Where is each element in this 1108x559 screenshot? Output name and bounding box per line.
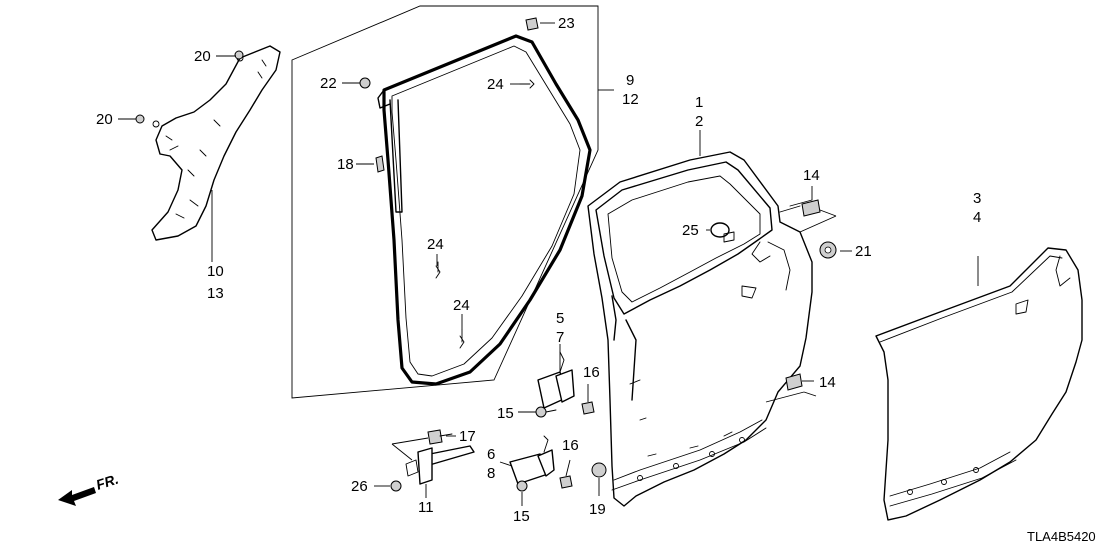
callout-2: 2 (695, 113, 703, 130)
callout-11: 11 (418, 499, 434, 516)
callout-24-upper: 24 (487, 76, 504, 93)
callout-20-upper: 20 (194, 48, 211, 65)
callout-20-lower: 20 (96, 111, 113, 128)
front-direction-label: FR. (94, 471, 120, 493)
leader-lines (118, 22, 979, 506)
callout-5: 5 (556, 310, 564, 327)
callout-1: 1 (695, 94, 703, 111)
callout-16-upper: 16 (583, 364, 600, 381)
weatherstrip-group-box (291, 5, 599, 399)
door-inner-sheet (151, 45, 281, 241)
callout-13: 13 (207, 285, 224, 302)
door-weatherstrip (377, 34, 592, 386)
callout-4: 4 (973, 209, 981, 226)
diagram-code: TLA4B5420 (1027, 529, 1096, 544)
lower-hinge (509, 435, 555, 485)
callout-15-lower: 15 (513, 508, 530, 525)
callout-9: 9 (626, 72, 634, 89)
callout-14-lower: 14 (819, 374, 836, 391)
fasteners (135, 17, 837, 492)
callout-15-upper: 15 (497, 405, 514, 422)
callout-labels: 1 2 3 4 5 7 6 8 9 12 10 13 11 14 14 15 1… (96, 15, 981, 525)
callout-24-lower: 24 (453, 297, 470, 314)
callout-24-mid: 24 (427, 236, 444, 253)
callout-10: 10 (207, 263, 224, 280)
callout-23: 23 (558, 15, 575, 32)
callout-7: 7 (556, 329, 564, 346)
callout-16-lower: 16 (562, 437, 579, 454)
rear-door-shell (587, 151, 813, 507)
callout-25: 25 (682, 222, 699, 239)
upper-hinge (537, 351, 575, 409)
callout-12: 12 (622, 91, 639, 108)
door-checker (405, 445, 475, 485)
callout-26: 26 (351, 478, 368, 495)
callout-6: 6 (487, 446, 495, 463)
door-outer-skin (875, 247, 1083, 521)
callout-22: 22 (320, 75, 337, 92)
callout-21: 21 (855, 243, 872, 260)
callout-3: 3 (973, 190, 981, 207)
callout-14-upper: 14 (803, 167, 820, 184)
callout-8: 8 (487, 465, 495, 482)
callout-18: 18 (337, 156, 354, 173)
callout-19: 19 (589, 501, 606, 518)
callout-17: 17 (459, 428, 476, 445)
front-direction-arrow: FR. (58, 471, 120, 506)
